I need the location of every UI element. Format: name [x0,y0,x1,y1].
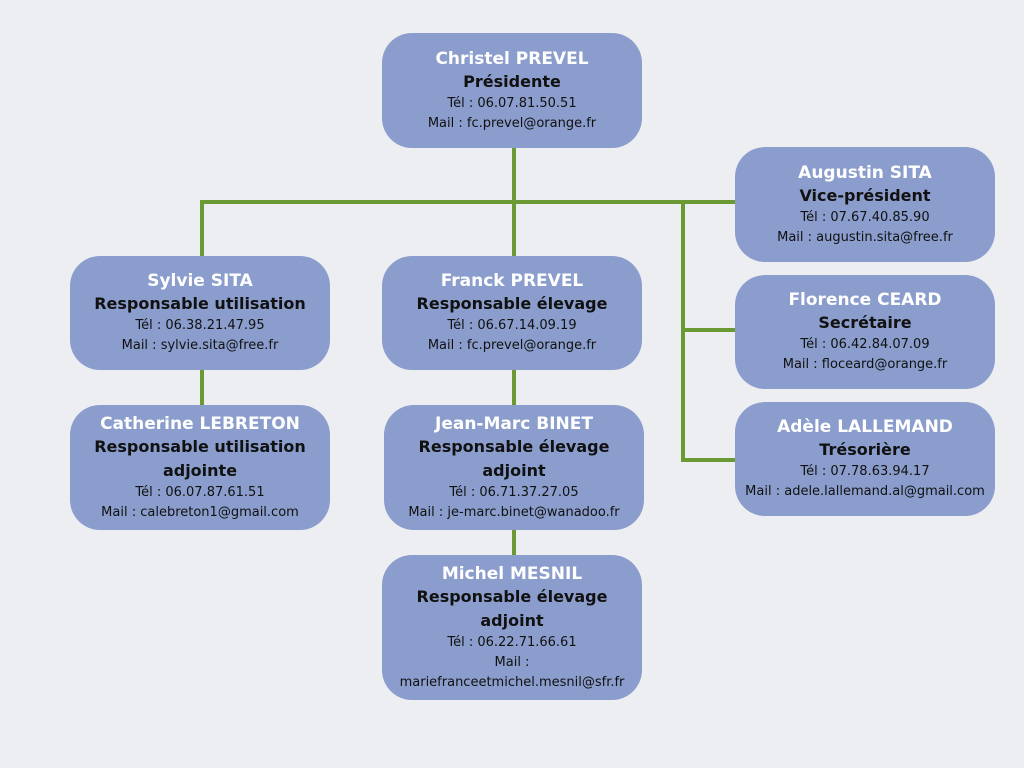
person-email: mariefranceetmichel.mesnil@sfr.fr [399,674,625,690]
person-phone: Tél : 06.07.87.61.51 [135,484,265,500]
card-vice-president: Augustin SITA Vice-président Tél : 07.67… [735,147,995,262]
person-role: Responsable élevage [416,294,608,313]
person-phone: Tél : 06.22.71.66.61 [447,634,577,650]
person-email: Mail : fc.prevel@orange.fr [427,115,597,131]
person-role: Responsable élevage [416,586,608,606]
person-phone: Tél : 06.07.81.50.51 [447,95,577,111]
person-name: Augustin SITA [798,162,932,183]
card-president: Christel PREVEL Présidente Tél : 06.07.8… [382,33,642,148]
card-franck-prevel: Franck PREVEL Responsable élevage Tél : … [382,256,642,370]
card-catherine-lebreton: Catherine LEBRETON Responsable utilisati… [70,405,330,530]
card-michel-mesnil: Michel MESNIL Responsable élevage adjoin… [382,555,642,700]
person-phone: Tél : 06.67.14.09.19 [447,318,577,333]
card-sylvie-sita: Sylvie SITA Responsable utilisation Tél … [70,256,330,370]
person-email: Mail : adele.lallemand.al@gmail.com [745,484,985,499]
person-phone: Tél : 07.78.63.94.17 [800,464,930,479]
card-florence-ceard: Florence CEARD Secrétaire Tél : 06.42.84… [735,275,995,389]
person-name: Florence CEARD [788,290,942,310]
person-email: Mail : je-marc.binet@wanadoo.fr [408,504,620,520]
person-role: Responsable utilisation [94,436,306,456]
person-name: Adèle LALLEMAND [777,417,953,437]
person-name: Franck PREVEL [440,271,584,291]
person-role: Responsable élevage [418,436,610,456]
person-email: Mail : sylvie.sita@free.fr [121,338,279,353]
person-email: Mail : augustin.sita@free.fr [777,229,953,245]
card-adele-lallemand: Adèle LALLEMAND Trésorière Tél : 07.78.6… [735,402,995,516]
person-role: Secrétaire [818,313,912,332]
person-role-suffix: adjointe [162,460,238,480]
person-phone: Tél : 06.71.37.27.05 [449,484,579,500]
person-name: Catherine LEBRETON [100,413,300,434]
person-role: Responsable utilisation [94,294,306,313]
person-phone: Tél : 06.42.84.07.09 [800,337,930,352]
person-email-label: Mail : [494,654,530,670]
person-role: Trésorière [819,440,911,459]
person-role-suffix: adjoint [482,460,546,480]
person-email: Mail : fc.prevel@orange.fr [427,338,597,353]
person-phone: Tél : 06.38.21.47.95 [135,318,265,333]
person-role: Présidente [463,71,561,91]
person-name: Christel PREVEL [435,48,589,69]
person-email: Mail : calebreton1@gmail.com [101,504,299,520]
person-role-suffix: adjoint [480,610,544,630]
person-name: Jean-Marc BINET [435,413,593,434]
person-name: Michel MESNIL [441,563,583,584]
person-phone: Tél : 07.67.40.85.90 [800,209,930,225]
person-name: Sylvie SITA [147,271,253,291]
card-jean-marc-binet: Jean-Marc BINET Responsable élevage adjo… [384,405,644,530]
person-role: Vice-président [799,185,931,205]
person-email: Mail : floceard@orange.fr [782,357,948,372]
